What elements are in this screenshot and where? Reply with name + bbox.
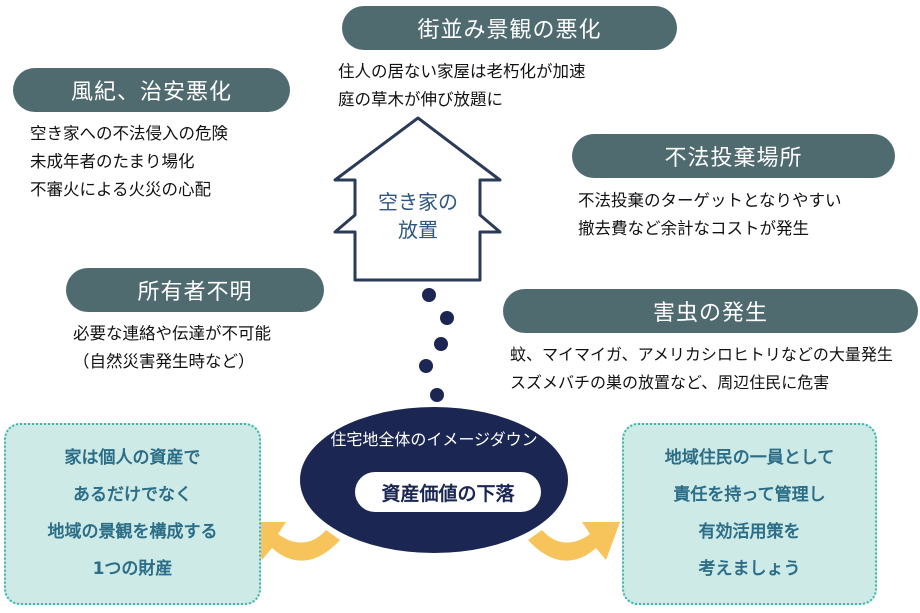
- left-message-box: 家は個人の資産で あるだけでなく 地域の景観を構成する 1つの財産: [4, 423, 261, 605]
- desc-line: 不法投棄のターゲットとなりやすい: [578, 191, 842, 210]
- desc-line: 空き家への不法侵入の危険: [30, 124, 228, 143]
- house-label-line2: 放置: [398, 218, 438, 242]
- problem-title-unknown-owner: 所有者不明: [66, 268, 324, 312]
- dot: [422, 288, 436, 302]
- desc-line: （自然災害発生時など）: [73, 352, 255, 371]
- left-arrow-icon: [248, 522, 340, 561]
- box-line: 家は個人の資産で: [64, 448, 201, 468]
- box-line: 地域住民の一員として: [664, 448, 835, 468]
- dot: [440, 311, 454, 325]
- problem-title-security: 風紀、治安悪化: [13, 68, 290, 112]
- box-line: 1つの財産: [92, 559, 173, 579]
- box-line: あるだけでなく: [73, 485, 192, 505]
- box-line: 考えましょう: [698, 559, 801, 579]
- desc-line: 未成年者のたまり場化: [30, 152, 195, 171]
- problem-desc-security: 空き家への不法侵入の危険 未成年者のたまり場化 不審火による火災の心配: [30, 120, 228, 204]
- problem-title-pests: 害虫の発生: [503, 289, 918, 333]
- impact-pill: 資産価値の下落: [355, 472, 541, 512]
- desc-line: 蚊、マイマイガ、アメリカシロヒトリなどの大量発生: [510, 345, 893, 364]
- desc-line: 撤去費など余計なコストが発生: [578, 219, 809, 238]
- desc-line: 住人の居ない家屋は老朽化が加速: [338, 62, 586, 81]
- house-shape: [333, 116, 502, 282]
- problem-title-landscape: 街並み景観の悪化: [342, 6, 677, 50]
- dot: [430, 388, 444, 402]
- right-message-box: 地域住民の一員として 責任を持って管理し 有効活用策を 考えましょう: [622, 423, 877, 605]
- dot: [434, 337, 448, 351]
- problem-desc-landscape: 住人の居ない家屋は老朽化が加速 庭の草木が伸び放題に: [338, 58, 586, 114]
- impact-text: 住宅地全体のイメージダウン: [330, 430, 538, 449]
- problem-desc-dumping: 不法投棄のターゲットとなりやすい 撤去費など余計なコストが発生: [578, 187, 842, 243]
- desc-line: 必要な連絡や伝達が不可能: [73, 324, 271, 343]
- dot: [419, 359, 433, 373]
- problem-title-dumping: 不法投棄場所: [572, 134, 895, 178]
- house-label: 空き家の 放置: [362, 188, 474, 244]
- house-label-line1: 空き家の: [378, 190, 458, 214]
- desc-line: 庭の草木が伸び放題に: [338, 90, 503, 109]
- box-line: 地域の景観を構成する: [47, 522, 218, 542]
- desc-line: 不審火による火災の心配: [30, 180, 212, 199]
- desc-line: スズメバチの巣の放置など、周辺住民に危害: [510, 373, 830, 392]
- box-line: 責任を持って管理し: [673, 485, 826, 505]
- box-line: 有効活用策を: [698, 522, 801, 542]
- right-arrow-icon: [528, 522, 620, 561]
- problem-desc-pests: 蚊、マイマイガ、アメリカシロヒトリなどの大量発生 スズメバチの巣の放置など、周辺…: [510, 341, 893, 397]
- problem-desc-unknown-owner: 必要な連絡や伝達が不可能 （自然災害発生時など）: [73, 320, 271, 376]
